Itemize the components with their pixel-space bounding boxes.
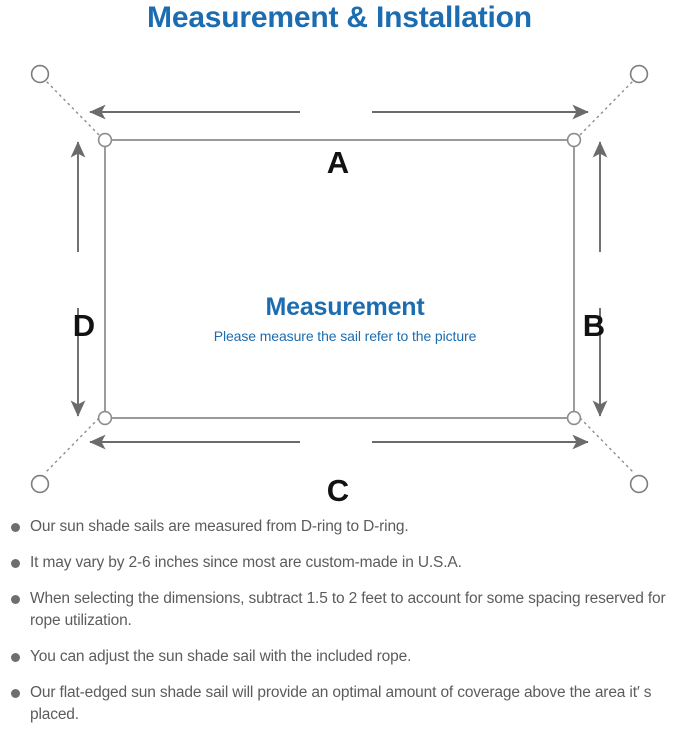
note-text: Our sun shade sails are measured from D-… [30, 518, 409, 535]
bullet-icon [11, 689, 20, 698]
dimension-label-b: B [582, 308, 606, 343]
d-ring-bottom-right [566, 410, 582, 426]
anchor-ring-bottom-left [30, 474, 50, 494]
note-text: Our flat-edged sun shade sail will provi… [30, 684, 652, 723]
list-item: It may vary by 2-6 inches since most are… [0, 552, 679, 574]
note-text: It may vary by 2-6 inches since most are… [30, 554, 462, 571]
rope-dotted-lines [45, 80, 634, 473]
list-item: Our sun shade sails are measured from D-… [0, 516, 679, 538]
sail-rectangle [104, 139, 575, 419]
note-text: You can adjust the sun shade sail with t… [30, 648, 412, 665]
diagram-center-title: Measurement [265, 293, 425, 321]
list-item: Our flat-edged sun shade sail will provi… [0, 682, 679, 726]
bullet-icon [11, 559, 20, 568]
list-item: You can adjust the sun shade sail with t… [0, 646, 679, 668]
anchor-ring-top-right [629, 64, 649, 84]
d-ring-top-left [97, 132, 113, 148]
dimension-label-a: A [326, 145, 350, 180]
diagram-svg [30, 64, 649, 494]
sail-d-rings [97, 132, 582, 426]
anchor-rings [30, 64, 649, 494]
notes-list: Our sun shade sails are measured from D-… [0, 516, 679, 740]
bullet-icon [11, 595, 20, 604]
list-item: When selecting the dimensions, subtract … [0, 588, 679, 632]
dimension-label-c: C [326, 473, 350, 508]
dimension-label-d: D [72, 308, 96, 343]
bullet-icon [11, 653, 20, 662]
page-title: Measurement & Installation [147, 1, 532, 34]
diagram-center-subtitle: Please measure the sail refer to the pic… [213, 328, 477, 344]
d-ring-bottom-left [97, 410, 113, 426]
d-ring-top-right [566, 132, 582, 148]
bullet-icon [11, 523, 20, 532]
note-text: When selecting the dimensions, subtract … [30, 590, 666, 629]
anchor-ring-bottom-right [629, 474, 649, 494]
anchor-ring-top-left [30, 64, 50, 84]
dimension-arrows [70, 104, 608, 450]
sail-measurement-diagram: A C D B Measurement Please measure the s… [0, 52, 679, 506]
diagram-center-text: Measurement Please measure the sail refe… [135, 292, 555, 346]
